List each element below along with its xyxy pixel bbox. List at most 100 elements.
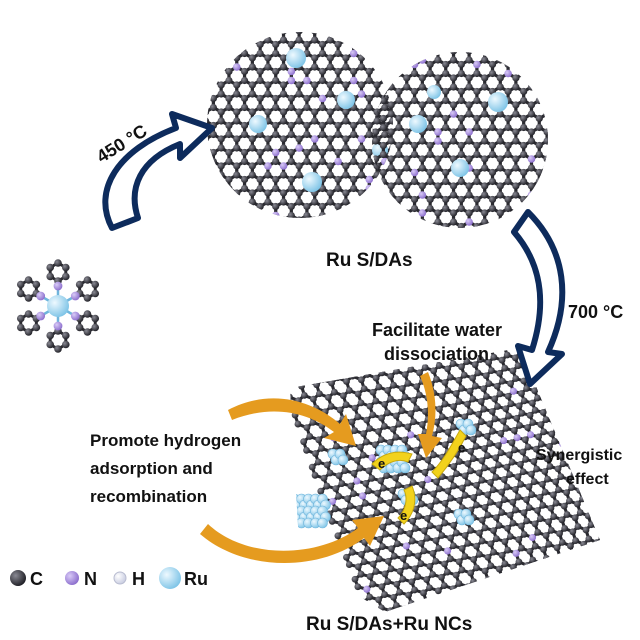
carbon-atom <box>256 94 264 103</box>
c-c-bond <box>589 495 597 504</box>
carbon-atom <box>264 54 272 62</box>
c-c-bond <box>352 33 360 38</box>
carbon-atom <box>540 546 547 553</box>
c-c-bond <box>368 187 378 195</box>
c-c-bond <box>400 216 408 221</box>
carbon-atom <box>601 419 608 426</box>
carbon-atom <box>438 512 446 519</box>
carbon-atom <box>233 90 241 98</box>
carbon-atom <box>549 491 557 499</box>
carbon-atom <box>373 81 381 89</box>
c-c-bond <box>608 550 613 555</box>
carbon-atom <box>559 56 566 63</box>
carbon-atom <box>403 29 410 36</box>
carbon-atom <box>546 442 553 450</box>
carbon-atom <box>296 9 303 16</box>
carbon-atom <box>91 323 100 332</box>
c-c-bond <box>292 381 303 388</box>
carbon-atom <box>405 27 412 34</box>
carbon-atom <box>495 565 503 573</box>
carbon-atom <box>357 32 366 35</box>
carbon-atom <box>481 110 489 118</box>
carbon-atom <box>417 560 425 568</box>
c-c-bond <box>546 207 548 215</box>
carbon-atom <box>360 558 368 566</box>
c-c-bond <box>291 229 299 234</box>
carbon-atom <box>426 584 433 592</box>
carbon-atom <box>457 141 465 150</box>
carbon-atom <box>465 191 473 199</box>
c-c-bond <box>618 568 621 577</box>
c-c-bond <box>318 369 325 380</box>
nitrogen-atom <box>363 585 371 593</box>
carbon-atom <box>569 339 576 346</box>
carbon-atom <box>354 413 362 421</box>
carbon-atom <box>543 209 548 217</box>
carbon-atom <box>469 435 477 443</box>
c-c-bond <box>579 409 587 418</box>
carbon-atom <box>319 23 326 30</box>
c-c-bond <box>559 348 568 350</box>
c-c-bond <box>228 200 238 208</box>
carbon-atom <box>418 500 426 508</box>
carbon-atom <box>527 101 536 109</box>
carbon-atom <box>381 49 389 58</box>
carbon-atom <box>543 554 550 562</box>
c-c-bond <box>407 236 415 241</box>
carbon-atom <box>466 408 474 416</box>
carbon-atom <box>498 488 506 496</box>
c-c-bond <box>330 13 338 18</box>
carbon-atom <box>520 43 527 50</box>
carbon-atom <box>509 498 517 506</box>
carbon-atom <box>301 391 308 399</box>
c-c-bond <box>596 564 600 572</box>
c-c-bond <box>360 33 368 38</box>
c-c-bond <box>507 333 510 341</box>
carbon-atom <box>470 556 478 563</box>
carbon-atom <box>577 432 585 440</box>
c-c-bond <box>336 353 343 364</box>
c-c-bond <box>553 561 559 572</box>
carbon-atom <box>570 598 578 606</box>
c-c-bond <box>220 187 230 195</box>
carbon-atom <box>240 40 249 49</box>
facilitate-label-line2: dissociation <box>384 344 489 364</box>
carbon-atom <box>504 592 512 599</box>
carbon-atom <box>411 565 419 573</box>
c-c-bond <box>307 229 315 234</box>
carbon-atom <box>518 390 525 397</box>
c-c-bond <box>405 52 416 53</box>
carbon-atom <box>410 87 419 96</box>
c-c-bond <box>554 368 564 375</box>
carbon-atom <box>91 289 100 298</box>
carbon-atom <box>328 379 335 387</box>
carbon-atom <box>307 363 315 370</box>
carbon-atom <box>326 469 334 477</box>
carbon-atom <box>217 216 225 218</box>
carbon-atom <box>464 583 472 591</box>
c-c-bond <box>597 521 600 530</box>
carbon-atom <box>543 110 548 118</box>
carbon-atom <box>497 236 504 243</box>
carbon-atom <box>473 481 480 489</box>
c-c-bond <box>360 47 368 52</box>
carbon-atom <box>415 454 423 462</box>
c-c-bond <box>207 160 215 168</box>
carbon-atom <box>385 518 393 526</box>
c-c-bond <box>512 588 523 596</box>
carbon-atom <box>401 371 409 378</box>
carbon-atom <box>326 162 334 170</box>
carbon-atom <box>389 198 393 206</box>
carbon-atom <box>240 49 249 58</box>
carbon-atom <box>481 56 489 64</box>
carbon-atom <box>594 404 600 412</box>
carbon-atom <box>311 471 319 479</box>
carbon-atom <box>442 60 450 69</box>
carbon-atom <box>186 27 193 34</box>
carbon-atom <box>449 101 458 109</box>
c-c-bond <box>604 495 609 500</box>
carbon-atom <box>210 14 217 21</box>
c-c-bond <box>352 222 360 227</box>
promote-label-line1: Promote hydrogen <box>90 431 241 450</box>
carbon-atom <box>364 196 371 203</box>
